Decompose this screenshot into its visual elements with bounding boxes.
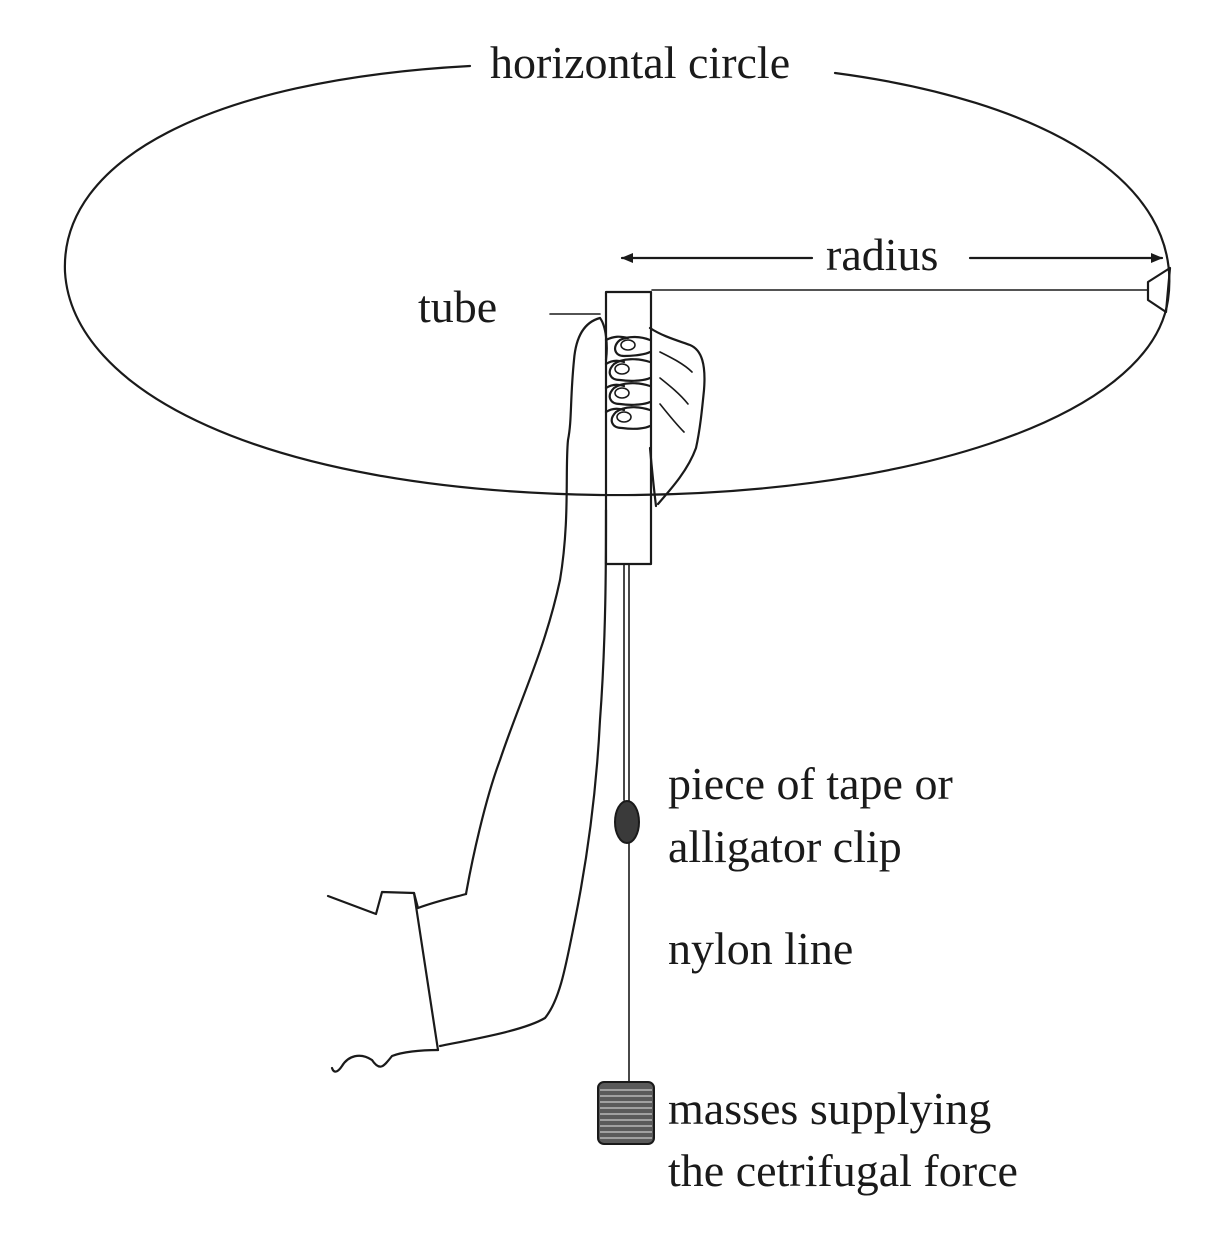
tape-label-line-2: alligator clip xyxy=(668,821,902,872)
sleeve-bottom xyxy=(330,1048,440,1073)
fingernail-4 xyxy=(616,411,632,423)
fingernail-1 xyxy=(620,339,636,351)
hand-heel xyxy=(648,446,658,508)
finger-2 xyxy=(608,358,652,382)
finger-4 xyxy=(610,406,652,430)
hanging-masses xyxy=(597,1081,655,1145)
finger-overlap xyxy=(604,335,630,414)
mass-stack-ridges xyxy=(600,1089,652,1139)
radius-label: radius xyxy=(826,229,938,280)
arm-outline-left xyxy=(464,316,602,896)
mass-stack-icon xyxy=(597,1081,655,1145)
horizontal-circle-label: horizontal circle xyxy=(490,37,790,88)
hand xyxy=(608,326,706,506)
sleeve-cuff xyxy=(326,890,468,916)
sleeve-cuff-edge xyxy=(412,891,440,1052)
horizontal-circle-outline xyxy=(63,64,1171,497)
arm-outline-right xyxy=(438,508,608,1048)
tube-label: tube xyxy=(418,281,497,332)
knuckle-creases xyxy=(659,351,693,433)
fingernail-2 xyxy=(614,363,630,375)
nylon-line-label: nylon line xyxy=(668,923,853,974)
fingernail-3 xyxy=(614,387,630,399)
stopper-icon xyxy=(1146,266,1172,314)
alligator-clip-icon xyxy=(614,800,640,844)
masses-label-line-1: masses supplying xyxy=(668,1083,991,1134)
hand-back xyxy=(648,326,706,506)
horizontal-circle xyxy=(63,64,1171,497)
tape-label-line-1: piece of tape or xyxy=(668,758,953,809)
masses-label-line-2: the cetrifugal force xyxy=(668,1145,1018,1196)
finger-3 xyxy=(608,382,652,406)
finger-1 xyxy=(614,335,652,358)
arm xyxy=(326,316,608,1073)
